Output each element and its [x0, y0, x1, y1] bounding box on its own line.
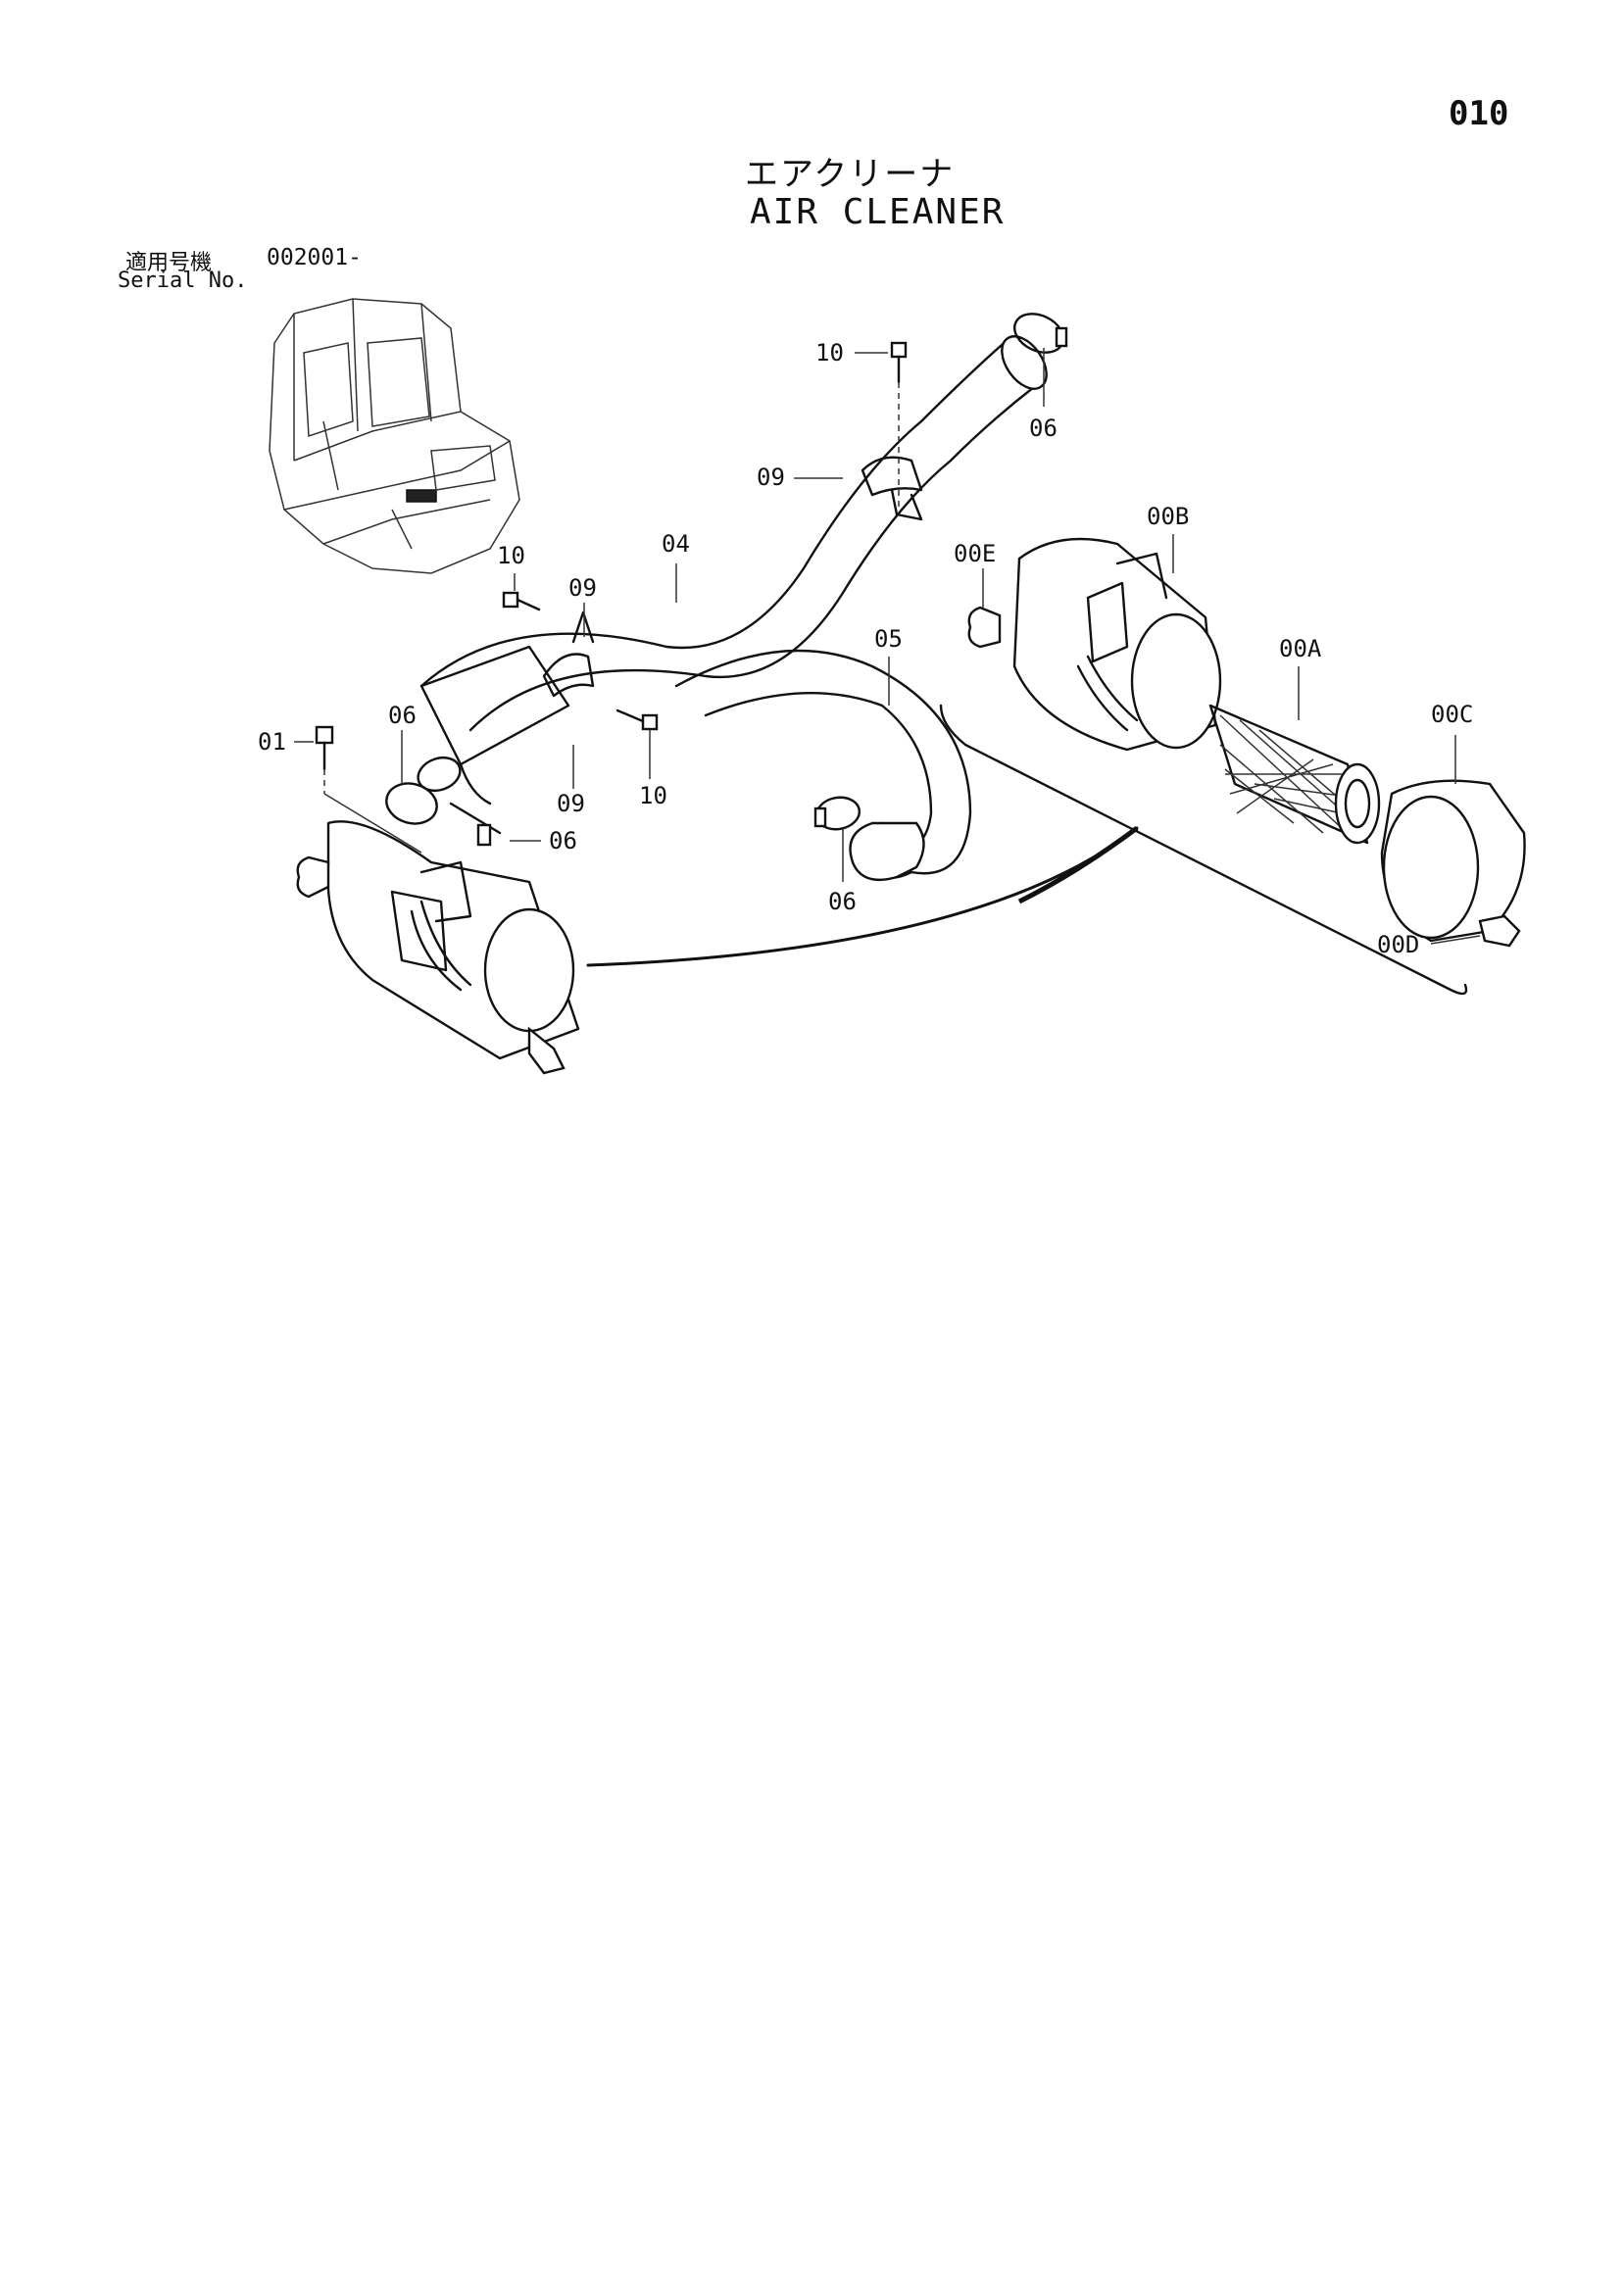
callout-09-middle: 09 [568, 574, 597, 602]
callout-00C: 00C [1431, 701, 1473, 728]
leader-lines [294, 348, 1481, 945]
bracket-09-upper [861, 456, 923, 521]
serial-label-japanese: 適用号機 [125, 251, 213, 275]
callout-04: 04 [662, 530, 690, 558]
callout-05: 05 [874, 625, 903, 653]
clamp-06-upper [1013, 313, 1068, 354]
hose-05 [674, 649, 972, 882]
clamp-06-left [385, 782, 438, 825]
title-japanese: エアクリーナ [745, 155, 956, 194]
excavator-location-illustration [269, 298, 520, 574]
callout-06-middle: 06 [549, 827, 577, 855]
callout-10-lower: 10 [639, 782, 667, 809]
bolt-10-upper [890, 341, 908, 510]
callout-00E: 00E [954, 540, 996, 567]
callout-06-left: 06 [388, 702, 417, 729]
intake-pipe-04 [419, 335, 1048, 732]
cleaner-body-00B [1012, 537, 1222, 752]
callout-09-lower: 09 [557, 790, 585, 817]
callout-06-lower: 06 [828, 888, 857, 915]
callout-09-upper: 09 [757, 464, 785, 491]
cover-00C [1380, 779, 1526, 943]
serial-label-english: Serial No. [118, 269, 248, 293]
valve-00E [967, 606, 1002, 649]
callout-00A: 00A [1279, 635, 1322, 662]
bracket-09-middle [542, 611, 595, 698]
clamp-06-lower [813, 796, 861, 831]
bolt-10-lower [615, 708, 659, 731]
callout-00D: 00D [1377, 931, 1419, 958]
callout-00B: 00B [1147, 503, 1189, 530]
exploded-group-bracket [586, 704, 1468, 996]
callout-10-upper: 10 [815, 339, 844, 366]
elbow-adapter [417, 645, 570, 806]
air-cleaner-assembly [296, 820, 580, 1075]
bolt-01 [315, 725, 422, 854]
page-number: 010 [1449, 94, 1509, 133]
callout-01: 01 [258, 728, 286, 756]
filter-element-00A [1208, 704, 1381, 845]
serial-number: 002001- [267, 245, 362, 270]
valve-00D [1478, 914, 1521, 948]
bolt-10-left [502, 591, 541, 611]
location-highlight-icon [406, 489, 437, 503]
callout-06-upper: 06 [1029, 415, 1058, 442]
title-english: AIR CLEANER [750, 192, 1006, 232]
clamp-06-middle [449, 802, 502, 847]
callout-10-left: 10 [497, 542, 525, 569]
